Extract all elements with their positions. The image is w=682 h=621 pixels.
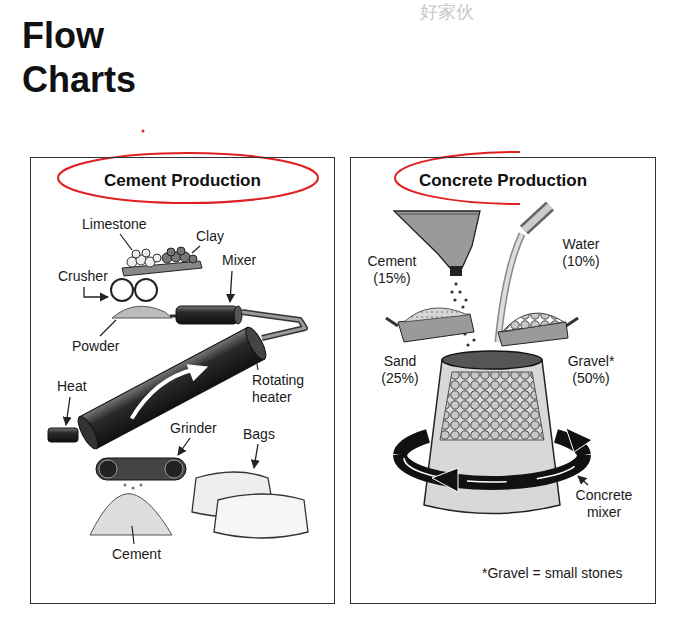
crusher-roller	[135, 279, 157, 301]
annotation-dot	[142, 130, 145, 133]
heater-end	[242, 325, 269, 362]
panel-heading: Cement Production	[104, 170, 261, 192]
leader-line	[120, 234, 132, 250]
rock	[132, 250, 140, 258]
sand-heap	[404, 308, 468, 322]
crusher-roller	[111, 279, 133, 301]
limestone-rocks	[127, 249, 161, 267]
mixer-end	[234, 306, 242, 324]
band-highlight	[404, 458, 580, 482]
leader-line	[192, 246, 200, 253]
leader-arrow	[178, 438, 190, 455]
rotation-band	[400, 455, 584, 483]
page-title: Flow Charts	[22, 14, 152, 102]
part-label: Mixer	[222, 252, 256, 269]
drum-contents	[440, 372, 544, 440]
rotation-arrowhead	[432, 468, 458, 492]
rock	[142, 249, 150, 257]
rock	[153, 254, 161, 262]
rock	[127, 257, 137, 267]
clay-lump	[177, 247, 185, 255]
cement-grain	[458, 290, 461, 293]
watermark: 好家伙	[420, 0, 474, 23]
grinder-roller	[165, 460, 183, 478]
cement-grain	[450, 290, 453, 293]
leader-arrow	[84, 287, 108, 297]
leader-line	[100, 320, 116, 336]
part-label: Grinder	[170, 420, 217, 437]
part-label: Concrete mixer	[568, 487, 640, 521]
part-label: Rotating heater	[252, 372, 330, 406]
part-label: Clay	[196, 228, 224, 245]
leader-arrow	[230, 271, 232, 302]
part-label: Powder	[72, 338, 119, 355]
clay-lump	[167, 248, 175, 256]
drum-opening	[442, 351, 542, 369]
cement-grain	[454, 282, 457, 285]
cement-grain	[461, 305, 464, 308]
leader-line	[257, 364, 258, 370]
part-label: Water (10%)	[554, 236, 608, 270]
part-label: Bags	[243, 426, 275, 443]
leader-arrow	[578, 476, 588, 485]
cement-bag	[214, 494, 308, 538]
part-label: Heat	[57, 378, 87, 395]
leader-line	[132, 526, 134, 544]
hopper-rim	[396, 214, 478, 215]
heat-burner	[48, 428, 78, 442]
falling-cement	[124, 484, 143, 490]
leader-arrow	[66, 397, 70, 425]
rotation-band	[400, 436, 428, 455]
clay-lump	[189, 255, 197, 263]
rotation-arrow	[124, 367, 201, 419]
clay-lumps	[162, 247, 197, 263]
cement-dust	[132, 487, 135, 490]
part-label: Crusher	[58, 268, 108, 285]
rotation-arrowhead	[566, 428, 592, 452]
panel-heading: Concrete Production	[419, 170, 587, 192]
part-label: Sand (25%)	[376, 353, 424, 387]
leader-arrow	[254, 444, 258, 468]
part-label: Limestone	[82, 216, 147, 233]
grinder-roller	[99, 460, 117, 478]
gravel-heap	[502, 313, 564, 332]
hopper-spout	[450, 266, 462, 276]
concrete-process-illustration	[386, 206, 592, 514]
scoop-handle	[386, 318, 398, 326]
powder-pile	[112, 306, 172, 318]
cement-grain	[472, 338, 475, 341]
cement-dust	[124, 484, 127, 487]
part-label: Gravel* (50%)	[560, 353, 622, 387]
cement-grain	[464, 298, 467, 301]
grinder-belt	[96, 458, 186, 480]
cement-grain	[466, 343, 469, 346]
scoop-handle	[566, 318, 578, 326]
cement-dust	[140, 484, 143, 487]
part-label: Cement	[112, 546, 161, 563]
cement-grain	[453, 298, 456, 301]
rotation-arrowhead	[185, 356, 211, 381]
water-pipe	[524, 206, 550, 230]
water-pipe-face	[524, 206, 550, 230]
cement-pile	[90, 494, 172, 535]
annotation-circle	[58, 153, 318, 203]
footnote: *Gravel = small stones	[482, 565, 622, 582]
mixer-drum	[424, 360, 560, 514]
mixer-drum	[176, 306, 238, 324]
part-label: Cement (15%)	[362, 253, 422, 287]
annotations	[58, 130, 520, 205]
